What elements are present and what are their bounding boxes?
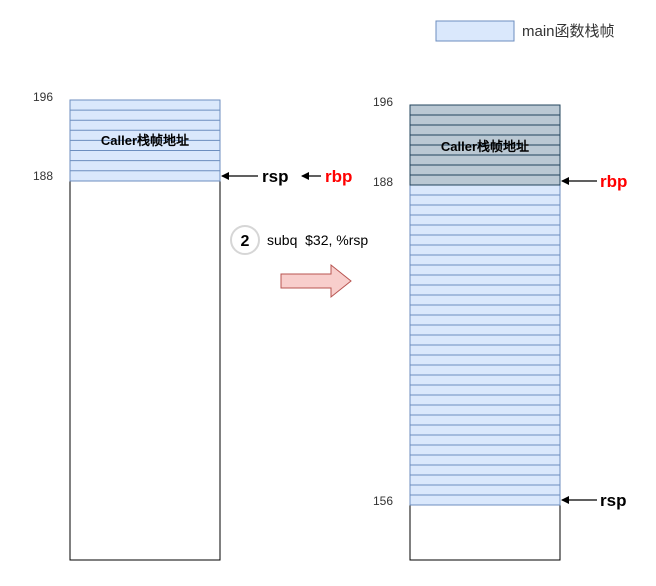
right-addr-156: 156 (373, 494, 393, 508)
left-stack: Caller栈帧地址 196 188 rsp rbp (33, 90, 352, 561)
legend-label: main函数栈帧 (522, 23, 615, 40)
left-rsp-label: rsp (262, 167, 288, 186)
left-addr-188: 188 (33, 169, 53, 183)
right-stack: Caller栈帧地址 196 188 156 rbp rsp (373, 95, 627, 561)
right-caller-label: Caller栈帧地址 (441, 139, 529, 154)
legend: main函数栈帧 (435, 20, 615, 42)
step-number-circle (230, 225, 260, 255)
right-rbp-label: rbp (600, 172, 627, 191)
step-number: 2 (241, 233, 250, 250)
step-instruction: subq $32, %rsp (267, 232, 368, 248)
left-stack-body (69, 180, 221, 561)
left-caller-grid (70, 109, 220, 172)
right-main-frame-grid (410, 194, 560, 496)
right-rsp-label: rsp (600, 491, 626, 510)
legend-swatch (435, 20, 515, 42)
step-annotation: 2 subq $32, %rsp (230, 225, 368, 299)
left-addr-196: 196 (33, 90, 53, 104)
left-caller-label: Caller栈帧地址 (101, 133, 189, 148)
left-rbp-label: rbp (325, 167, 352, 186)
right-caller-grid (410, 114, 560, 176)
right-stack-body (409, 504, 561, 561)
transition-arrow (280, 263, 352, 299)
right-addr-196: 196 (373, 95, 393, 109)
right-addr-188: 188 (373, 175, 393, 189)
